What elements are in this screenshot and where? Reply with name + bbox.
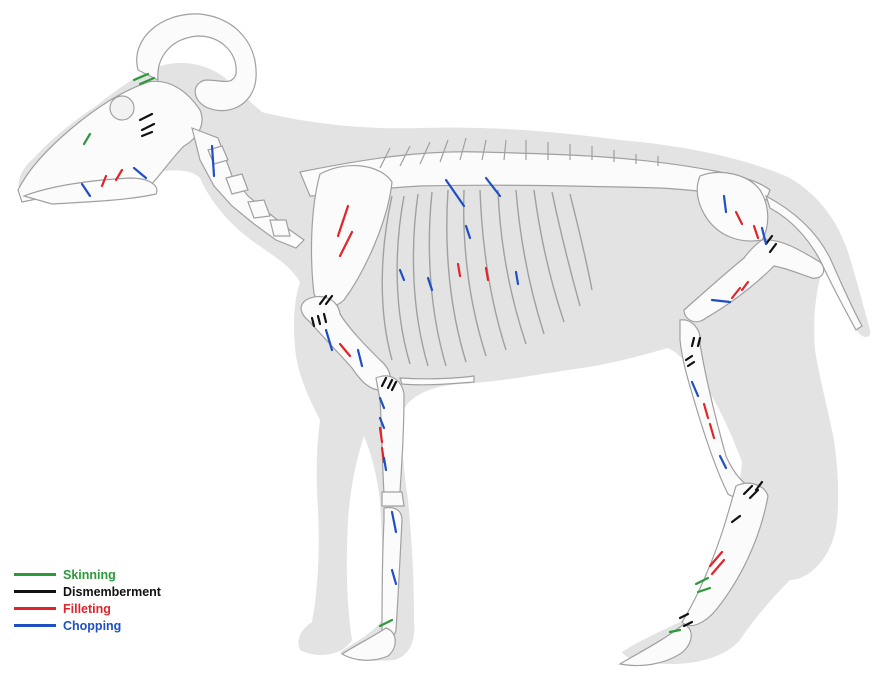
legend-item-skinning: Skinning — [14, 566, 161, 583]
blue-line-icon — [14, 624, 56, 627]
orbit — [110, 96, 134, 120]
green-line-icon — [14, 573, 56, 576]
legend-item-chopping: Chopping — [14, 617, 161, 634]
legend-label: Chopping — [63, 619, 121, 633]
legend-item-dismemberment: Dismemberment — [14, 583, 161, 600]
legend-label: Skinning — [63, 568, 116, 582]
legend-label: Dismemberment — [63, 585, 161, 599]
legend-item-filleting: Filleting — [14, 600, 161, 617]
black-line-icon — [14, 590, 56, 593]
red-line-icon — [14, 607, 56, 610]
carpals — [382, 492, 404, 506]
legend-label: Filleting — [63, 602, 111, 616]
